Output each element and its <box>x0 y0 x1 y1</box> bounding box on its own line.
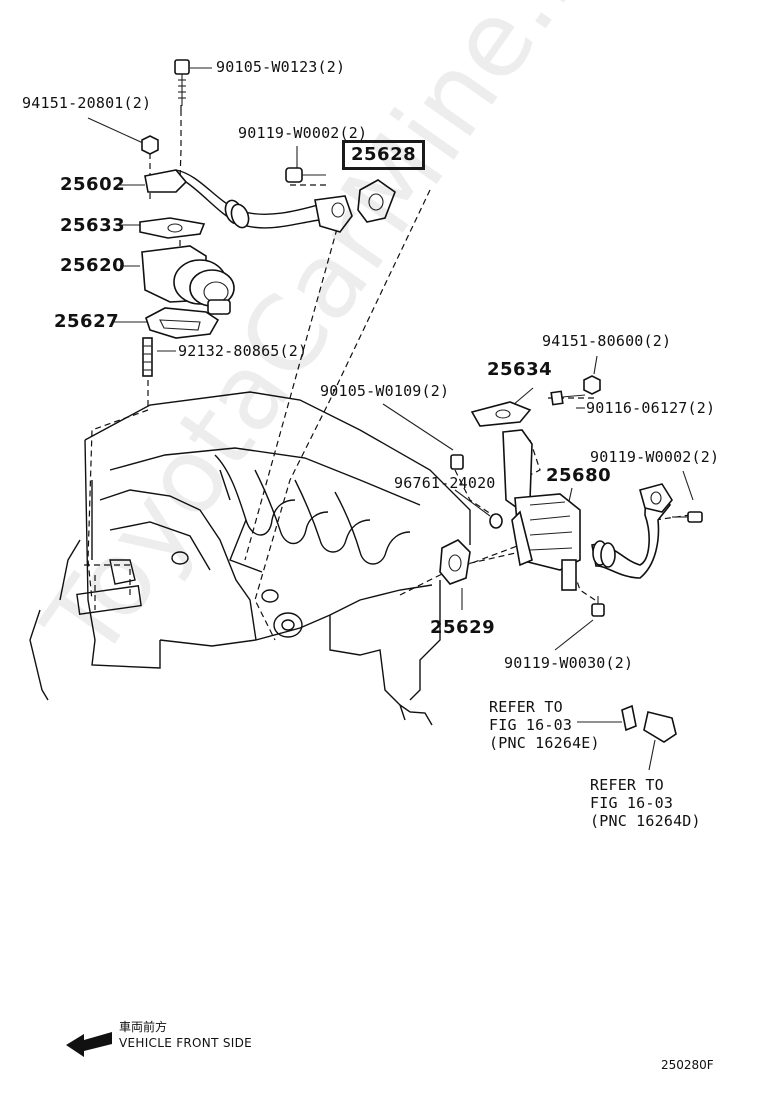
bolt-icon <box>672 511 703 523</box>
front-side-label-en: VEHICLE FRONT SIDE <box>119 1036 252 1050</box>
leader-lines <box>87 67 694 771</box>
part-label-92132-80865[interactable]: 92132-80865(2) <box>178 342 308 360</box>
gasket-icon <box>489 513 503 529</box>
gasket-icon <box>439 539 471 585</box>
refer-note-16264d[interactable]: REFER TO FIG 16-03 (PNC 16264D) <box>590 776 701 830</box>
part-label-25602[interactable]: 25602 <box>60 174 126 195</box>
bolt-icon <box>285 167 326 183</box>
part-label-94151-20801[interactable]: 94151-20801(2) <box>22 94 152 112</box>
part-label-90116-06127[interactable]: 90116-06127(2) <box>586 399 716 417</box>
part-label-25634[interactable]: 25634 <box>487 359 553 380</box>
front-side-label-cn: 車両前方 <box>119 1020 168 1034</box>
egr-valve-icon <box>141 245 235 315</box>
gasket-icon <box>470 401 532 427</box>
engine-block-icon <box>29 391 471 726</box>
gasket-icon <box>145 307 220 339</box>
part-label-90119-w0002-top[interactable]: 90119-W0002(2) <box>238 124 368 142</box>
pipe-icon <box>144 169 353 233</box>
gasket-icon <box>139 217 206 239</box>
bolt-icon <box>550 390 586 406</box>
part-label-25680[interactable]: 25680 <box>546 465 612 486</box>
part-label-94151-80600[interactable]: 94151-80600(2) <box>542 332 672 350</box>
part-label-25627[interactable]: 25627 <box>54 311 120 332</box>
part-label-25629[interactable]: 25629 <box>430 617 496 638</box>
part-label-90105-w0123[interactable]: 90105-W0123(2) <box>216 58 346 76</box>
bolt-icon <box>591 596 605 617</box>
bolt-icon <box>450 454 464 470</box>
refer-note-16264e[interactable]: REFER TO FIG 16-03 (PNC 16264E) <box>489 698 600 752</box>
part-label-96761-24020[interactable]: 96761-24020 <box>394 474 496 492</box>
part-label-90119-w0002-right[interactable]: 90119-W0002(2) <box>590 448 720 466</box>
assembly-lines <box>84 105 691 641</box>
bolt-icon <box>142 337 153 377</box>
bolt-icon <box>174 59 190 106</box>
egr-cooler-icon <box>502 429 673 591</box>
part-label-90105-w0109[interactable]: 90105-W0109(2) <box>320 382 450 400</box>
part-label-25620[interactable]: 25620 <box>60 255 126 276</box>
front-arrow-icon <box>66 1032 112 1057</box>
figure-code: 250280F <box>661 1058 714 1072</box>
part-label-25628-highlighted[interactable]: 25628 <box>342 140 426 170</box>
part-label-90119-w0030[interactable]: 90119-W0030(2) <box>504 654 634 672</box>
nut-icon <box>141 135 159 155</box>
nut-icon <box>583 375 601 395</box>
pipe-icon <box>621 704 677 743</box>
part-label-25633[interactable]: 25633 <box>60 215 126 236</box>
gasket-icon <box>357 179 396 223</box>
